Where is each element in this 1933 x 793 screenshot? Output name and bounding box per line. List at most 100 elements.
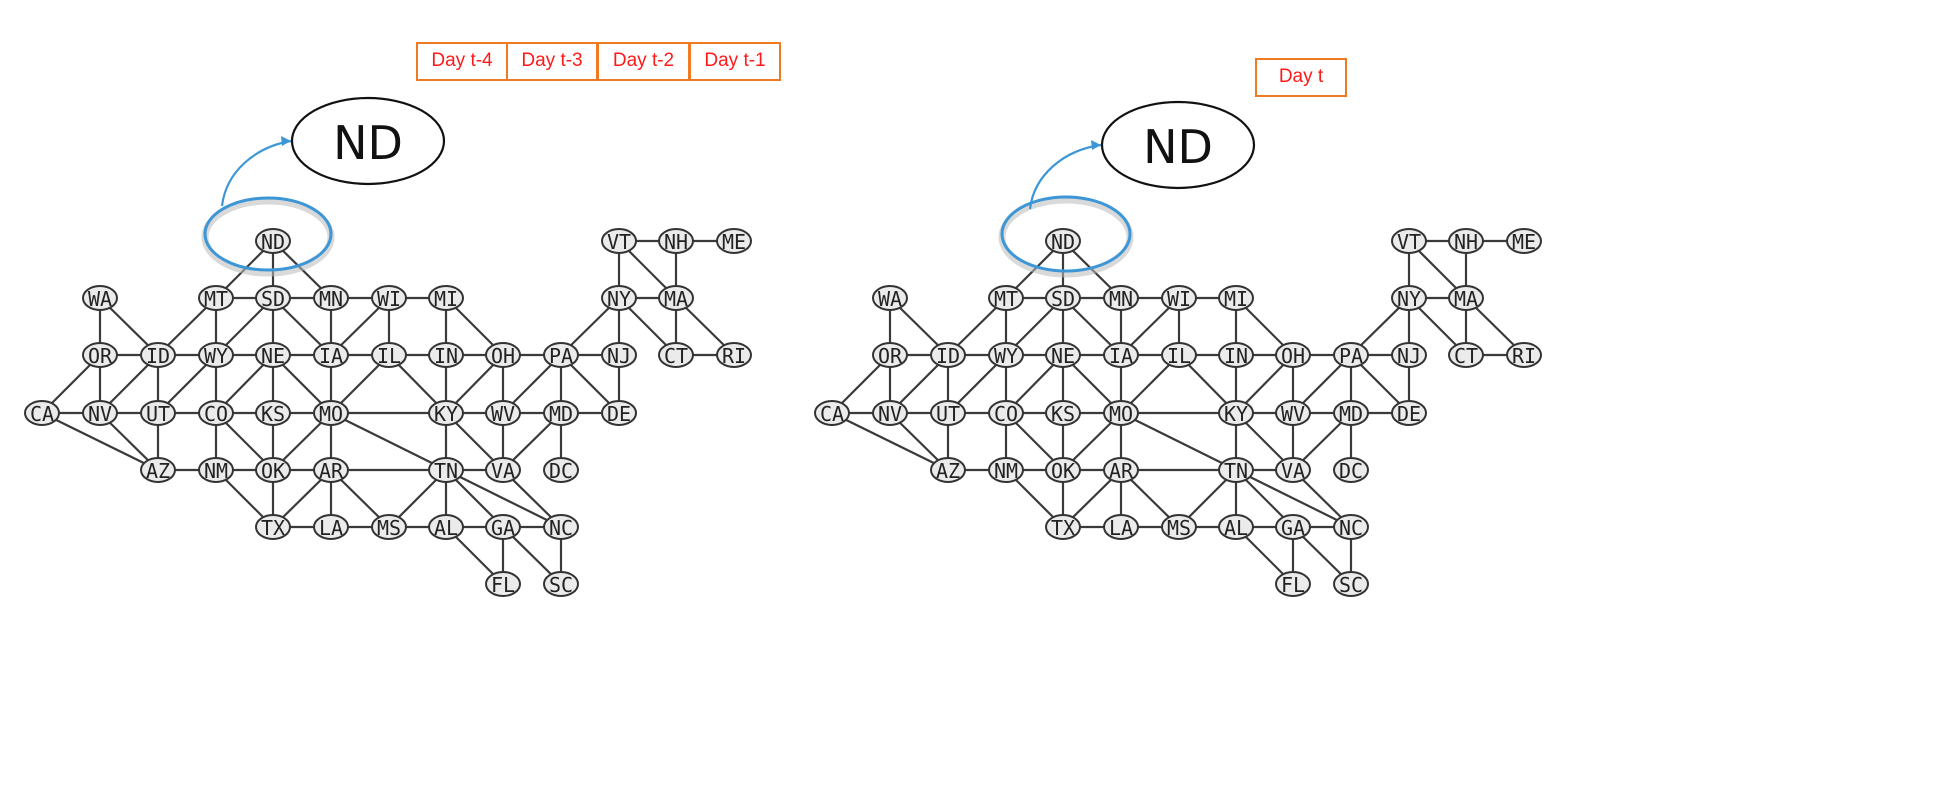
node-shape — [140, 400, 176, 426]
node-label: AR — [1109, 459, 1134, 483]
node-shape — [1161, 285, 1197, 311]
node-shape — [872, 285, 908, 311]
node-shape — [1275, 342, 1311, 368]
node-shape — [198, 457, 234, 483]
day-box-frame — [689, 42, 781, 81]
node-label: ID — [936, 344, 960, 368]
node-ri: RI — [1506, 342, 1542, 368]
node-ar: AR — [1103, 457, 1139, 483]
node-shape — [601, 342, 637, 368]
node-de: DE — [1391, 400, 1427, 426]
node-shape — [313, 457, 349, 483]
node-shape — [1218, 285, 1254, 311]
node-shape — [255, 342, 291, 368]
node-shape — [1045, 514, 1081, 540]
edge-tn-nc — [445, 469, 562, 528]
node-shape — [485, 400, 521, 426]
node-shape — [930, 457, 966, 483]
node-label: OH — [1281, 344, 1305, 368]
node-shape — [988, 285, 1024, 311]
day-label: Day t-3 — [521, 50, 582, 71]
node-shape — [371, 514, 407, 540]
node-shape — [658, 285, 694, 311]
node-label: AZ — [146, 459, 170, 483]
node-label: ND — [1051, 230, 1075, 254]
node-ky: KY — [428, 400, 464, 426]
node-label: WY — [204, 344, 228, 368]
node-al: AL — [1218, 514, 1254, 540]
node-ne: NE — [1045, 342, 1081, 368]
node-shape — [716, 228, 752, 254]
edge-ca-az — [831, 412, 949, 471]
node-in: IN — [428, 342, 464, 368]
node-ks: KS — [255, 400, 291, 426]
node-shape — [485, 457, 521, 483]
right-highlight — [998, 195, 1134, 278]
node-label: MA — [1454, 287, 1478, 311]
node-label: MI — [434, 287, 458, 311]
node-label: CO — [994, 402, 1018, 426]
node-vt: VT — [601, 228, 637, 254]
node-label: MI — [1224, 287, 1248, 311]
node-wa: WA — [872, 285, 908, 311]
node-shape — [930, 400, 966, 426]
node-shape — [371, 342, 407, 368]
day-box: Day t-4 — [416, 42, 508, 81]
arrow-curve — [1028, 143, 1102, 210]
node-ri: RI — [716, 342, 752, 368]
node-shape — [988, 342, 1024, 368]
node-ms: MS — [371, 514, 407, 540]
node-shape — [601, 400, 637, 426]
node-shape — [1333, 400, 1369, 426]
node-pa: PA — [1333, 342, 1369, 368]
node-label: SC — [1339, 573, 1363, 597]
node-shape — [24, 400, 60, 426]
node-label: AZ — [936, 459, 960, 483]
node-shape — [658, 342, 694, 368]
node-ok: OK — [255, 457, 291, 483]
node-shape — [1448, 228, 1484, 254]
node-al: AL — [428, 514, 464, 540]
node-shape — [1275, 571, 1311, 597]
node-shape — [1275, 457, 1311, 483]
node-label: MO — [1109, 402, 1133, 426]
node-ks: KS — [1045, 400, 1081, 426]
node-va: VA — [1275, 457, 1311, 483]
node-shape — [428, 285, 464, 311]
node-nc: NC — [1333, 514, 1369, 540]
node-label: MD — [549, 402, 573, 426]
node-label: MS — [377, 516, 401, 540]
big-node-label: ND — [333, 116, 403, 170]
node-shape — [543, 342, 579, 368]
node-label: NV — [88, 402, 112, 426]
node-mo: MO — [1103, 400, 1139, 426]
node-nh: NH — [1448, 228, 1484, 254]
node-ct: CT — [1448, 342, 1484, 368]
day-box-frame — [416, 42, 508, 81]
node-shape — [988, 457, 1024, 483]
node-mo: MO — [313, 400, 349, 426]
node-ne: NE — [255, 342, 291, 368]
node-label: KS — [261, 402, 285, 426]
node-label: WV — [491, 402, 515, 426]
node-shape — [1045, 400, 1081, 426]
node-label: IA — [1109, 344, 1133, 368]
node-shape — [428, 514, 464, 540]
node-ia: IA — [313, 342, 349, 368]
node-nh: NH — [658, 228, 694, 254]
arrow-head — [281, 136, 291, 146]
node-label: IN — [434, 344, 458, 368]
day-box-frame — [1255, 58, 1347, 97]
node-label: FL — [1281, 573, 1305, 597]
node-label: WY — [994, 344, 1018, 368]
node-label: NM — [204, 459, 228, 483]
big-node-shape — [1100, 100, 1256, 190]
node-shape — [930, 342, 966, 368]
node-shape — [1506, 342, 1542, 368]
node-co: CO — [988, 400, 1024, 426]
node-label: CA — [30, 402, 54, 426]
node-mt: MT — [198, 285, 234, 311]
node-id: ID — [140, 342, 176, 368]
node-label: NY — [1397, 287, 1421, 311]
